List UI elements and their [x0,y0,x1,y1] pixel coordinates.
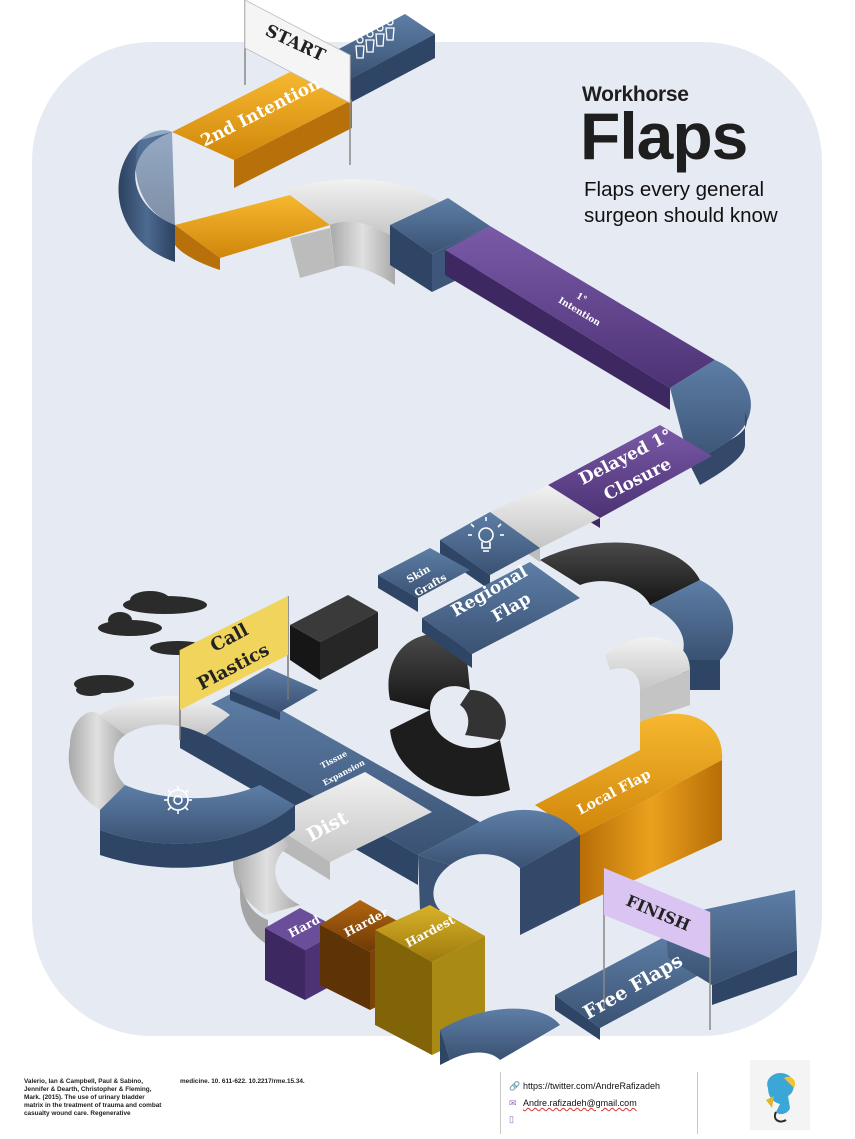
square-regional-flap [422,562,580,668]
link-icon: 🔗 [509,1081,521,1091]
email-row[interactable]: ✉ Andre.rafizadeh@gmail.com [509,1098,637,1108]
square-skin-grafts [378,548,470,612]
finish-flag [603,868,711,1030]
people-icon [355,18,395,59]
title-small: Workhorse [582,83,689,106]
curve-orange-segment [175,195,330,270]
email-link[interactable]: Andre.rafizadeh@gmail.com [523,1098,637,1108]
reference-col-2: medicine. 10. 611-622. 10.2217/rme.15.34… [180,1078,305,1085]
reference-col-1: Valerio, Ian & Campbell, Paul & Sabino, … [24,1078,162,1117]
tile-blue-plastics [230,668,318,720]
start-flag [244,0,351,165]
square-second-intention [172,72,352,188]
email-icon: ✉ [509,1098,517,1108]
gear-icon [164,786,192,814]
lightbulb-icon [468,517,504,552]
curve-free-flaps-blue [440,1008,560,1065]
primary-intention-label-1: 1° [574,291,588,305]
twitter-link[interactable]: https://twitter.com/AndreRafizadeh [523,1081,661,1091]
title-big: Flaps [580,99,748,173]
twitter-row[interactable]: 🔗 https://twitter.com/AndreRafizadeh [509,1081,661,1091]
call-plastics-flag [179,596,289,740]
curve-right-blue [670,360,751,485]
curve-left-gray-gear [68,696,295,868]
tile-black-1 [290,595,378,680]
title-subtitle: Flaps every general surgeon should know [584,178,778,227]
curve-bottom-blue [418,809,580,935]
curve-top-left [118,130,175,262]
author-logo [750,1060,810,1130]
curve-right-gray [605,637,690,722]
square-local-flap [535,713,723,905]
tile-lightbulb [440,512,540,590]
phone-icon: ▯ [509,1114,514,1124]
curve-black-loop [388,542,700,797]
contact-box: 🔗 https://twitter.com/AndreRafizadeh ✉ A… [500,1072,698,1134]
square-primary-intention: 1° Intention [445,226,715,410]
